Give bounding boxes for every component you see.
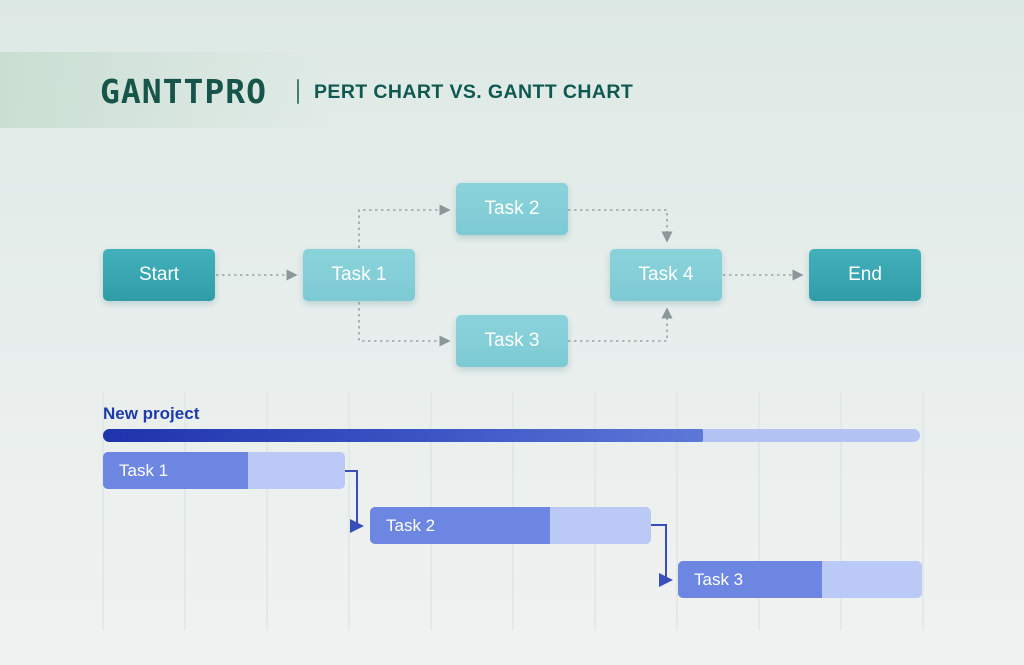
gantt-bar-task1-progress [103, 452, 249, 489]
pert-edge-task2-task4 [568, 209, 673, 243]
pert-edge-task1-task2 [358, 204, 451, 248]
pert-edge-task3-task4 [568, 307, 673, 342]
gantt-bar-task3-progress [678, 561, 822, 598]
project-name-label: New project [103, 404, 200, 423]
pert-node-task2: Task 2 [456, 183, 568, 235]
ganttpro-logo: GANTTPRO [100, 72, 267, 111]
gantt-bar-task2: Task 2 [370, 507, 651, 544]
pert-edge-task1-task3 [358, 302, 451, 347]
gantt-edge-task1-task2 [345, 470, 364, 533]
header-divider [297, 79, 299, 104]
gantt-bar-label: Task 3 [694, 569, 744, 589]
pert-node-end: End [809, 249, 921, 301]
gantt-bar-label: Task 2 [386, 515, 436, 535]
gantt-bar-task1: Task 1 [103, 452, 345, 489]
project-summary-bar [103, 429, 920, 442]
pert-node-task4: Task 4 [610, 249, 722, 301]
pert-node-start: Start [103, 249, 215, 301]
pert-node-task3: Task 3 [456, 315, 568, 367]
gantt-bar-task3: Task 3 [678, 561, 922, 598]
pert-connectors [216, 204, 804, 347]
project-summary-progress [103, 429, 704, 442]
page-title: PERT CHART VS. GANTT CHART [314, 81, 634, 103]
logo-band [0, 52, 330, 128]
gantt-bar-task2-progress [370, 507, 550, 544]
gantt-edge-task2-task3 [651, 524, 673, 587]
gantt-bar-label: Task 1 [119, 460, 169, 480]
gantt-connectors [345, 470, 673, 587]
pert-node-task1: Task 1 [303, 249, 415, 301]
